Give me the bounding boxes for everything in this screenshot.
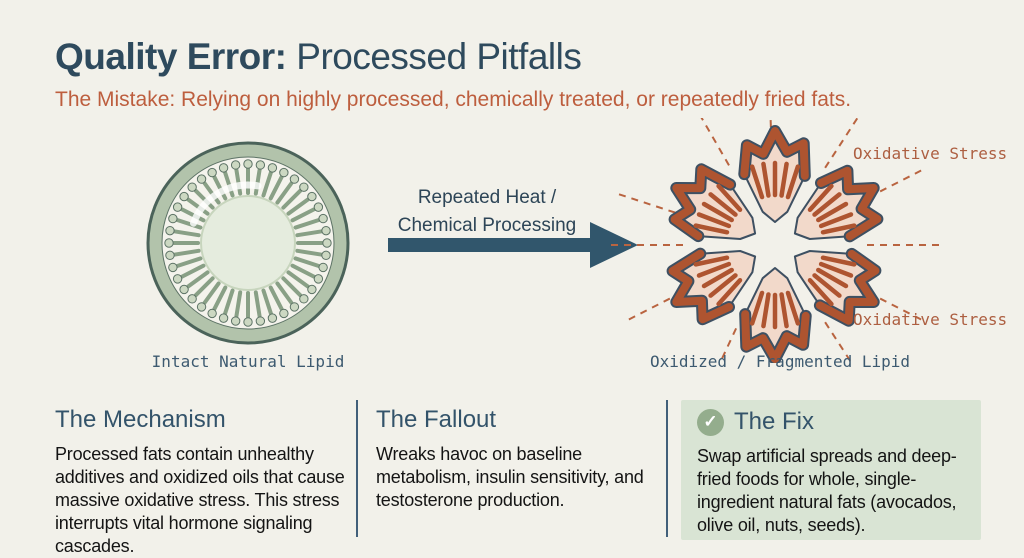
arrow-caption-line1: Repeated Heat / bbox=[417, 187, 557, 208]
fix-panel: ✓ The Fix Swap artificial spreads and de… bbox=[681, 400, 981, 540]
mechanism-column: The Mechanism Processed fats contain unh… bbox=[55, 406, 347, 558]
page-title-rest: Processed Pitfalls bbox=[286, 36, 582, 77]
check-circle-icon: ✓ bbox=[697, 408, 724, 436]
fix-heading: The Fix bbox=[734, 408, 815, 435]
mechanism-body: Processed fats contain unhealthy additiv… bbox=[55, 444, 345, 556]
fallout-heading: The Fallout bbox=[376, 406, 497, 433]
oxidative-stress-label-bottom: Oxidative Stress bbox=[853, 310, 1008, 329]
intact-lipid-illustration bbox=[146, 141, 350, 345]
fallout-column: The Fallout Wreaks havoc on baseline met… bbox=[376, 406, 668, 512]
oxidized-lipid-illustration bbox=[607, 118, 943, 363]
page-title-emphasis: Quality Error: bbox=[55, 36, 287, 77]
arrow-caption: Repeated Heat / Chemical Processing bbox=[372, 184, 602, 240]
arrow-caption-line2: Chemical Processing bbox=[397, 215, 577, 236]
intact-lipid-label: Intact Natural Lipid bbox=[151, 352, 345, 371]
page-subtitle: The Mistake: Relying on highly processed… bbox=[55, 88, 852, 111]
column-divider-2 bbox=[666, 400, 668, 537]
page-title: Quality Error: Processed Pitfalls bbox=[55, 36, 582, 78]
column-divider-1 bbox=[356, 400, 358, 537]
fix-column: ✓ The Fix Swap artificial spreads and de… bbox=[697, 408, 969, 537]
oxidative-stress-label-top: Oxidative Stress bbox=[853, 144, 1008, 163]
process-arrow-icon bbox=[388, 222, 638, 268]
oxidized-lipid-label: Oxidized / Fragmented Lipid bbox=[649, 352, 911, 371]
fix-body: Swap artificial spreads and deep-fried f… bbox=[697, 446, 957, 535]
fallout-body: Wreaks havoc on baseline metabolism, ins… bbox=[376, 444, 644, 510]
mechanism-heading: The Mechanism bbox=[55, 406, 226, 433]
